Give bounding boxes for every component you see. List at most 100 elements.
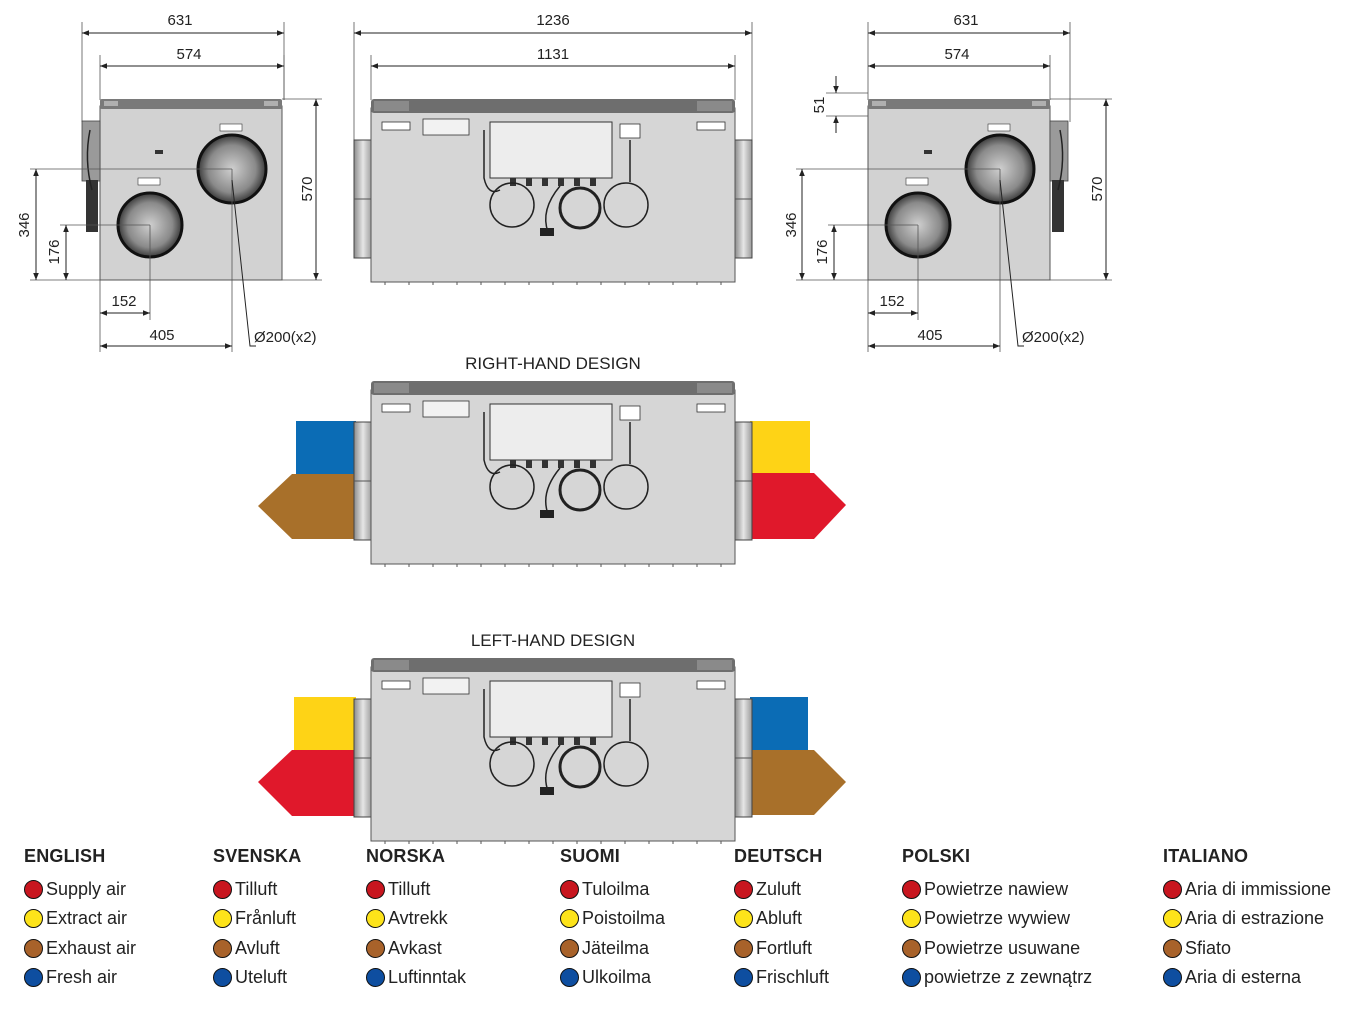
legend-color-dot xyxy=(1163,968,1182,988)
label-plate xyxy=(696,403,726,413)
legend-item-label: Avtrekk xyxy=(388,908,448,929)
dim-574-label: 574 xyxy=(944,46,969,63)
control-box xyxy=(489,403,613,461)
legend-item: Zuluft xyxy=(734,875,829,904)
left-hand-design-title: LEFT-HAND DESIGN xyxy=(471,631,635,650)
legend-color-dot xyxy=(24,909,43,929)
dim-405-label: 405 xyxy=(149,327,174,344)
legend-color-dot xyxy=(213,880,232,900)
unit-top-cover xyxy=(371,381,735,395)
legend-item: Avkast xyxy=(366,934,466,963)
legend-item: Tuloilma xyxy=(560,875,665,904)
front-unit xyxy=(353,381,753,567)
legend-language-heading: NORSKA xyxy=(366,846,446,866)
legend-item: Frischluft xyxy=(734,963,829,992)
plug xyxy=(540,228,554,236)
legend-item-label: Tilluft xyxy=(235,879,278,900)
dim-570-label: 570 xyxy=(299,176,316,201)
info-sticker xyxy=(422,677,470,695)
legend-item-label: Fresh air xyxy=(46,967,118,988)
supply-air-arrow xyxy=(750,473,846,539)
legend-item: Powietrze usuwane xyxy=(902,934,1092,963)
cable xyxy=(483,689,501,752)
legend-color-dot xyxy=(734,909,753,929)
legend-item: Sfiato xyxy=(1163,934,1331,963)
legend-color-dot xyxy=(213,938,232,958)
legend-item-label: Luftinntak xyxy=(388,967,467,988)
legend-color-dot xyxy=(24,938,43,958)
dim-631-label: 631 xyxy=(167,12,192,29)
legend-color-dot xyxy=(1163,938,1182,958)
legend-color-dot xyxy=(560,938,579,958)
right-side-view: 631 574 51 570 346 176 xyxy=(783,12,1112,352)
legend-item-label: Frånluft xyxy=(235,908,297,929)
legend-item-label: Exhaust air xyxy=(46,937,137,958)
legend-color-dot xyxy=(1163,909,1182,929)
legend-item-label: Ulkoilma xyxy=(582,967,652,988)
right-hand-design-title: RIGHT-HAND DESIGN xyxy=(465,354,641,373)
legend-item: Poistoilma xyxy=(560,904,665,933)
exhaust-air-arrow xyxy=(750,750,846,815)
legend-item-label: Abluft xyxy=(756,908,803,929)
cable-coil xyxy=(558,745,602,789)
dim-346-label: 346 xyxy=(16,212,33,237)
legend-item: Extract air xyxy=(24,904,136,933)
info-sticker xyxy=(422,400,470,418)
legend-item: Luftinntak xyxy=(366,963,466,992)
legend-item-label: Fortluft xyxy=(756,937,813,958)
legend-item: Aria di esterna xyxy=(1163,963,1331,992)
legend-language-heading: SVENSKA xyxy=(213,846,302,866)
legend-color-dot xyxy=(24,880,43,900)
right-hand-design: RIGHT-HAND DESIGN xyxy=(258,354,846,567)
legend-item-label: Powietrze nawiew xyxy=(924,879,1069,900)
extract-air-block xyxy=(294,697,356,757)
legend-item: Ulkoilma xyxy=(560,963,665,992)
cable-coil xyxy=(603,464,649,510)
legend-item: Abluft xyxy=(734,904,829,933)
dim-152-label: 152 xyxy=(879,293,904,310)
legend-language-heading: DEUTSCH xyxy=(734,846,823,866)
legend-item: powietrze z zewnątrz xyxy=(902,963,1092,992)
technical-drawing: 631 574 570 346 176 152 xyxy=(16,12,1112,844)
legend-language-heading: ENGLISH xyxy=(24,846,106,866)
side-mount-bracket xyxy=(81,120,101,182)
cable-coil xyxy=(489,182,535,228)
legend-color-dot xyxy=(734,968,753,988)
legend-item-label: Aria di esterna xyxy=(1185,967,1302,988)
cable xyxy=(483,130,501,193)
legend-item: Jäteilma xyxy=(560,934,665,963)
legend-item-label: Uteluft xyxy=(235,967,288,988)
unit-top-cover xyxy=(371,99,735,113)
legend-item-label: Tilluft xyxy=(388,879,431,900)
legend-color-dot xyxy=(366,968,385,988)
legend-color-dot xyxy=(213,968,232,988)
side-mount-bracket xyxy=(1049,120,1069,182)
legend-color-dot xyxy=(1163,880,1182,900)
info-sticker xyxy=(422,118,470,136)
legend-item: Powietrze nawiew xyxy=(902,875,1092,904)
legend-item: Aria di immissione xyxy=(1163,875,1331,904)
diameter-label: Ø200(x2) xyxy=(1022,329,1085,346)
dim-176-label: 176 xyxy=(814,239,831,264)
fresh-air-block xyxy=(296,421,356,481)
left-side-view: 631 574 570 346 176 152 xyxy=(16,12,322,352)
dim-51-label: 51 xyxy=(811,97,828,114)
control-box xyxy=(489,680,613,738)
legend-color-dot xyxy=(213,909,232,929)
legend-item-label: Avkast xyxy=(388,937,442,958)
control-panel xyxy=(619,405,641,421)
cable-coil xyxy=(489,464,535,510)
legend-item-label: Extract air xyxy=(46,908,128,929)
dim-346-label: 346 xyxy=(783,212,800,237)
cable-coil xyxy=(489,741,535,787)
legend-item: Uteluft xyxy=(213,963,301,992)
legend-item-label: Tuloilma xyxy=(582,879,650,900)
control-box xyxy=(489,121,613,179)
dim-570-label: 570 xyxy=(1089,176,1106,201)
legend-item-label: Poistoilma xyxy=(582,908,666,929)
legend-color-dot xyxy=(902,909,921,929)
